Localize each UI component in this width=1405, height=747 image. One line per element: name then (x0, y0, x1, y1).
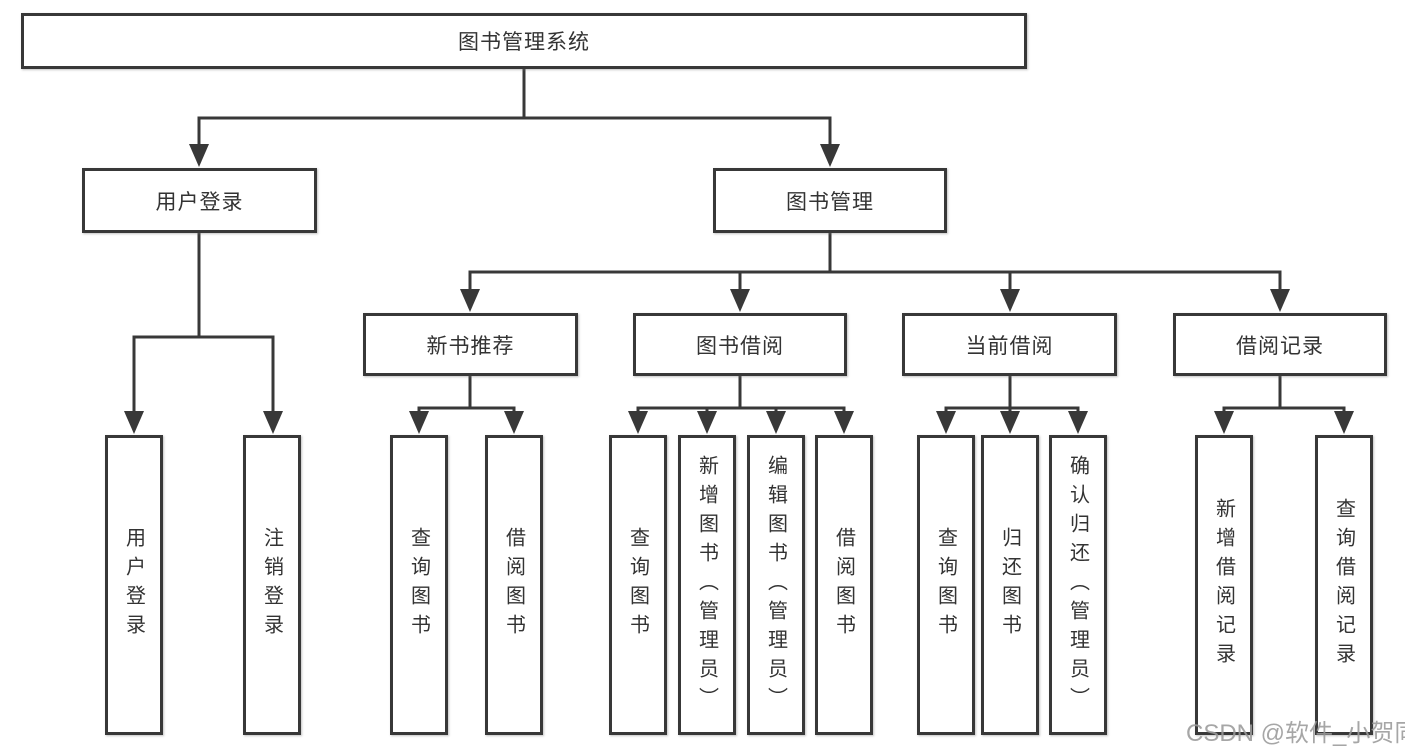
arrowhead-icon (1068, 411, 1088, 434)
arrowhead-icon (1270, 289, 1290, 312)
leaf-query-borrow-record: 查询借阅记录 (1315, 435, 1373, 735)
leaf-query-books-borrow: 查询图书 (609, 435, 667, 735)
arrowhead-icon (730, 289, 750, 312)
leaf-label: 借阅图书 (502, 527, 525, 643)
leaf-edit-books-admin: 编辑图书（管理员） (747, 435, 805, 735)
leaf-label: 注销登录 (260, 527, 283, 643)
connector-line (636, 406, 846, 416)
arrowhead-icon (504, 411, 524, 434)
arrowhead-icon (820, 144, 840, 167)
leaf-borrow-books: 借阅图书 (815, 435, 873, 735)
leaf-label: 归还图书 (998, 527, 1021, 643)
leaf-add-books-admin: 新增图书（管理员） (678, 435, 736, 735)
arrowhead-icon (460, 289, 480, 312)
leaf-label: 用户登录 (122, 527, 145, 643)
arrowhead-icon (936, 411, 956, 434)
leaf-logout-login: 注销登录 (243, 435, 301, 735)
leaf-query-books-current: 查询图书 (917, 435, 975, 735)
node-book-borrow: 图书借阅 (633, 313, 847, 376)
leaf-return-books: 归还图书 (981, 435, 1039, 735)
node-user-login: 用户登录 (82, 168, 317, 233)
leaf-label: 新增借阅记录 (1212, 498, 1235, 672)
arrowhead-icon (1214, 411, 1234, 434)
leaf-add-borrow-record: 新增借阅记录 (1195, 435, 1253, 735)
leaf-label: 查询借阅记录 (1332, 498, 1355, 672)
connector-line (417, 406, 516, 416)
arrowhead-icon (1000, 289, 1020, 312)
leaf-label: 查询图书 (407, 527, 430, 643)
node-new-book-recommend: 新书推荐 (363, 313, 578, 376)
node-current-borrow: 当前借阅 (902, 313, 1117, 376)
leaf-user-login: 用户登录 (105, 435, 163, 735)
leaf-label: 确认归还（管理员） (1066, 454, 1089, 716)
leaf-label: 编辑图书（管理员） (764, 454, 787, 716)
leaf-label: 借阅图书 (832, 527, 855, 643)
leaf-label: 新增图书（管理员） (695, 454, 718, 716)
connector-line (197, 116, 832, 148)
arrowhead-icon (834, 411, 854, 434)
arrowhead-icon (124, 411, 144, 434)
arrowhead-icon (697, 411, 717, 434)
leaf-confirm-return-admin: 确认归还（管理员） (1049, 435, 1107, 735)
node-borrow-records: 借阅记录 (1173, 313, 1387, 376)
leaf-query-books-recommend: 查询图书 (390, 435, 448, 735)
arrowhead-icon (189, 144, 209, 167)
leaf-label: 查询图书 (934, 527, 957, 643)
node-book-management: 图书管理 (713, 168, 947, 233)
arrowhead-icon (1000, 411, 1020, 434)
leaf-borrow-books-recommend: 借阅图书 (485, 435, 543, 735)
node-library-management-system: 图书管理系统 (21, 13, 1027, 69)
connector-line (1222, 406, 1346, 416)
arrowhead-icon (766, 411, 786, 434)
csdn-watermark: CSDN @软件_小贺同学 (1186, 720, 1405, 747)
arrowhead-icon (628, 411, 648, 434)
arrowhead-icon (409, 411, 429, 434)
arrowhead-icon (1334, 411, 1354, 434)
arrowhead-icon (263, 411, 283, 434)
connector-line (468, 270, 1282, 294)
connector-line (132, 335, 275, 416)
leaf-label: 查询图书 (626, 527, 649, 643)
